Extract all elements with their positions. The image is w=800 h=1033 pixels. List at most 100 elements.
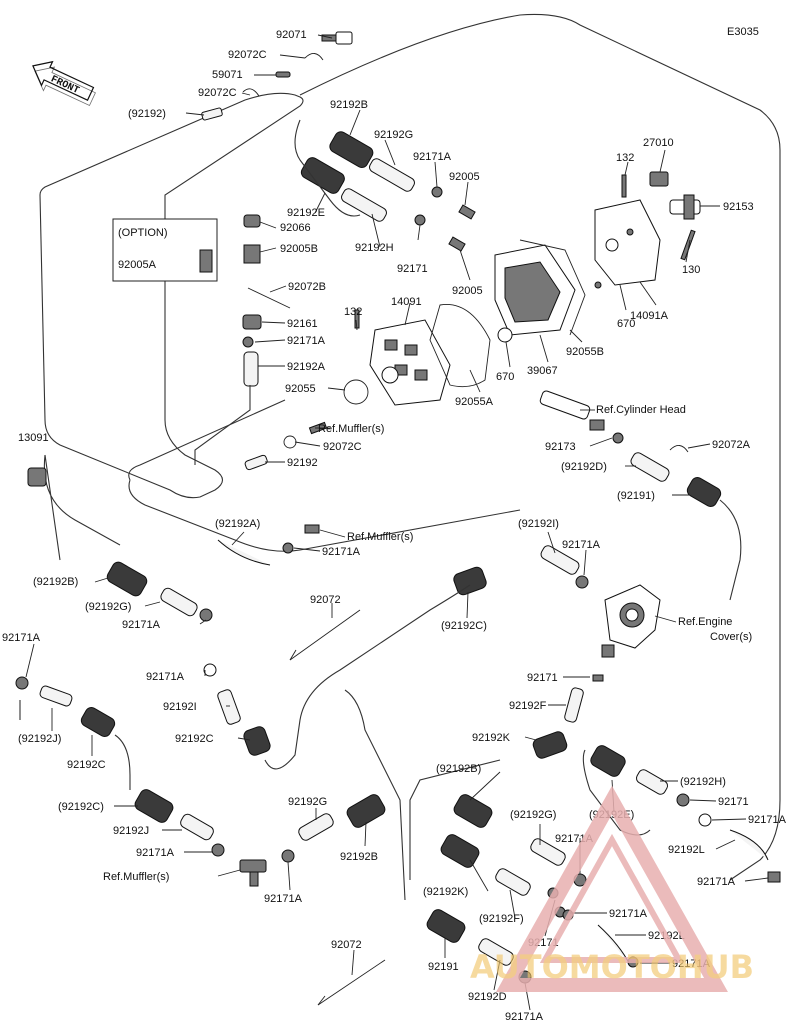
hose-outline bbox=[409, 759, 501, 880]
clamp-icon bbox=[698, 813, 712, 827]
hose-icon bbox=[39, 685, 73, 707]
bleeder-fitting-icon bbox=[321, 31, 353, 45]
plug-option-icon bbox=[199, 249, 213, 273]
part-label: 92192C bbox=[175, 733, 214, 745]
part-label: (92192D) bbox=[561, 461, 607, 473]
hose-spring-icon bbox=[453, 566, 487, 596]
part-label: 39067 bbox=[527, 365, 558, 377]
part-label: 92192B bbox=[330, 99, 368, 111]
part-label: 92072C bbox=[323, 441, 362, 453]
circlip-icon bbox=[669, 445, 689, 453]
water-jacket-cover-icon bbox=[594, 199, 661, 286]
part-label: 13091 bbox=[18, 432, 49, 444]
hose-spring-icon bbox=[346, 794, 386, 828]
part-label: 27010 bbox=[643, 137, 674, 149]
part-label: 92192C bbox=[67, 759, 106, 771]
part-label: (92192F) bbox=[479, 913, 524, 925]
part-label: 92192H bbox=[355, 242, 394, 254]
part-label: Ref.Muffler(s) bbox=[347, 531, 413, 543]
part-label: 92192L bbox=[668, 844, 705, 856]
nipple-icon bbox=[448, 236, 466, 252]
part-label: 14091 bbox=[391, 296, 422, 308]
bracket-icon bbox=[27, 467, 47, 487]
o-ring-icon bbox=[343, 379, 369, 405]
hose-icon bbox=[530, 838, 566, 866]
clamp-icon bbox=[203, 663, 217, 677]
hose-outline bbox=[294, 119, 361, 217]
part-label: 92072 bbox=[310, 594, 341, 606]
hose-outline bbox=[194, 385, 251, 465]
hose-icon bbox=[243, 351, 259, 387]
clamp-icon bbox=[575, 575, 589, 589]
hose-icon bbox=[217, 539, 271, 566]
clamp-icon bbox=[282, 542, 294, 554]
part-label: 92171A bbox=[697, 876, 736, 888]
hose-icon bbox=[564, 687, 584, 723]
part-label: (92192C) bbox=[58, 801, 104, 813]
part-label: (92192J) bbox=[18, 733, 61, 745]
part-label: 92161 bbox=[287, 318, 318, 330]
hose-icon bbox=[630, 452, 670, 482]
part-label: Ref.Cylinder Head bbox=[596, 404, 686, 416]
clamp-icon bbox=[15, 676, 29, 690]
hose-icon bbox=[160, 587, 198, 617]
part-label: (92192A) bbox=[215, 518, 260, 530]
part-label: 92171A bbox=[505, 1011, 544, 1023]
engine-cover-outlet-icon bbox=[601, 584, 661, 658]
part-label: (92192B) bbox=[436, 763, 481, 775]
cap-icon bbox=[242, 314, 262, 330]
cable-tie-icon bbox=[317, 959, 386, 1006]
hose-spring-icon bbox=[134, 789, 174, 823]
retainer-icon bbox=[247, 287, 291, 309]
part-label: 92055B bbox=[566, 346, 604, 358]
part-label: 132 bbox=[344, 306, 362, 318]
part-label: 92005 bbox=[449, 171, 480, 183]
part-label: 92072A bbox=[712, 439, 751, 451]
group-outline-lower bbox=[19, 454, 121, 720]
clamp-icon bbox=[676, 793, 690, 807]
hose-icon bbox=[201, 107, 223, 121]
bolt-icon bbox=[680, 229, 696, 261]
clamp-icon bbox=[431, 186, 443, 198]
o-ring-icon bbox=[594, 281, 602, 289]
part-label: Cover(s) bbox=[710, 631, 752, 643]
part-label: Ref.Muffler(s) bbox=[318, 423, 384, 435]
cylinder-head-fitting-icon bbox=[539, 390, 605, 431]
hose-icon bbox=[369, 158, 415, 192]
part-label: 92192 bbox=[287, 457, 318, 469]
part-label: 92066 bbox=[280, 222, 311, 234]
part-label: 92171A bbox=[136, 847, 175, 859]
part-label: 92171A bbox=[322, 546, 361, 558]
part-label: 92171A bbox=[609, 908, 648, 920]
hose-spring-icon bbox=[329, 131, 374, 168]
o-ring-icon bbox=[497, 327, 513, 343]
part-label: 92005A bbox=[118, 259, 157, 271]
hose-spring-icon bbox=[243, 726, 271, 756]
part-label: (92191) bbox=[617, 490, 655, 502]
part-label: 92192A bbox=[287, 361, 326, 373]
group-outline-left bbox=[39, 92, 304, 499]
part-label: 92171A bbox=[264, 893, 303, 905]
part-label: (92192I) bbox=[518, 518, 559, 530]
clamp-icon bbox=[767, 871, 781, 883]
part-label: 670 bbox=[617, 318, 635, 330]
part-label: 92072C bbox=[228, 49, 267, 61]
part-label: (92192G) bbox=[85, 601, 131, 613]
part-label: 92153 bbox=[723, 201, 754, 213]
water-jacket-plate-icon bbox=[369, 319, 451, 406]
part-label: 92171A bbox=[287, 335, 326, 347]
part-label: 92192G bbox=[288, 796, 327, 808]
hose-outline bbox=[719, 499, 742, 601]
clamp-icon bbox=[199, 608, 213, 622]
diagram-code: E3035 bbox=[727, 26, 759, 38]
hose-icon bbox=[341, 188, 387, 222]
clamp-icon bbox=[612, 432, 624, 444]
part-label: 92055 bbox=[285, 383, 316, 395]
part-labels: 92071 92072C 59071 92072C (92192) 92192B… bbox=[2, 29, 787, 1023]
part-label: 92005B bbox=[280, 243, 318, 255]
part-label: 92191 bbox=[428, 961, 459, 973]
part-label: 92192K bbox=[472, 732, 511, 744]
clamp-icon bbox=[592, 674, 604, 682]
part-label: 92072 bbox=[331, 939, 362, 951]
